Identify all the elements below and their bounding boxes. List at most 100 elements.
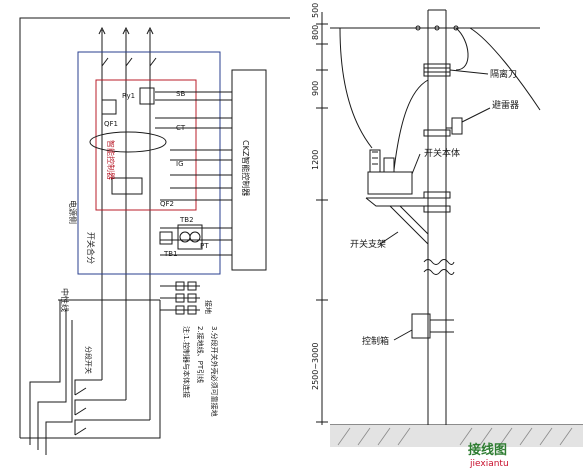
- contact-a: [101, 57, 109, 67]
- disconnector-a: [74, 387, 87, 396]
- switch-bushing-1: [369, 149, 381, 173]
- clamp-3: [423, 205, 451, 213]
- control-box: [411, 313, 431, 339]
- disconnector-c: [74, 427, 87, 436]
- arrow-b-icon: [122, 26, 130, 35]
- conductor-curve-right: [469, 27, 541, 111]
- pole-labels: 500 800 900 1200 2500~3000 隔离刀 避雷器 开关本体 …: [311, 3, 519, 390]
- module-inner-box: [111, 177, 143, 195]
- tb-box: [159, 231, 173, 245]
- wiring-labels: 电源侧 开关合分 中性线 智能控制器 CKZ智能控制器 Ry1 QF1 QF2 …: [60, 90, 251, 417]
- label-tb1: TB1: [163, 250, 178, 258]
- feeder-line-1: [29, 300, 61, 445]
- label-ig: IG: [176, 160, 184, 168]
- pt-box: [177, 224, 203, 250]
- switch-bushing-2: [383, 157, 395, 173]
- switch-lead: [393, 79, 429, 171]
- hatch-5: [459, 427, 473, 446]
- clamp-2: [423, 191, 451, 199]
- hatch-10: [559, 427, 573, 446]
- terminal-5: [187, 293, 197, 303]
- label-arrester: 避雷器: [492, 99, 519, 111]
- return-line: [20, 300, 161, 439]
- label-sb: SB: [176, 90, 185, 98]
- control-module-box: [95, 79, 197, 211]
- hatch-3: [377, 427, 391, 446]
- label-power-side: 电源侧: [68, 200, 78, 224]
- hatch-8: [519, 427, 533, 446]
- watermark-text-1: 接线图: [468, 442, 507, 458]
- dim-label-1200: 1200: [311, 150, 320, 170]
- insulator-right: [453, 25, 459, 31]
- terminal-4: [187, 281, 197, 291]
- feeder-line-3: [45, 320, 73, 455]
- dim-label-500: 500: [311, 3, 320, 18]
- label-switch-body: 开关本体: [424, 147, 460, 159]
- pole-drawing: [316, 9, 583, 426]
- terminal-3: [175, 305, 185, 315]
- label-tb2: TB2: [179, 216, 194, 224]
- pole-break-mark-2: [423, 269, 455, 275]
- label-neutral: 中性线: [60, 288, 70, 312]
- label-open-close: 开关合分: [86, 232, 96, 264]
- hatch-4: [397, 427, 411, 446]
- disconnector-a-lead: [74, 379, 102, 395]
- relay-coil: [139, 87, 155, 105]
- dim-label-800: 800: [311, 25, 320, 40]
- insulator-left: [415, 25, 421, 31]
- dim-label-900: 900: [311, 81, 320, 96]
- label-control-box: 控制箱: [362, 335, 389, 347]
- watermark-text-2: jiexiantu: [469, 459, 509, 469]
- label-isolator: 隔离刀: [490, 68, 517, 80]
- hatch-6: [479, 427, 493, 446]
- bracket-brace: [389, 205, 429, 245]
- ground-hatch: [330, 425, 583, 447]
- label-fuse-note: 分段开关: [84, 346, 93, 374]
- bracket-leader: [379, 231, 399, 245]
- arrester-leader: [461, 107, 491, 123]
- label-switch-bracket: 开关支架: [350, 238, 386, 250]
- hatch-1: [337, 427, 351, 446]
- switch-body: [367, 171, 413, 195]
- arrester-body: [451, 117, 463, 135]
- label-ground: 接地: [204, 300, 213, 314]
- disconnector-b: [74, 407, 87, 416]
- terminal-1: [175, 281, 185, 291]
- switch-body-leader: [411, 153, 421, 175]
- hatch-7: [499, 427, 513, 446]
- conductor-curve-left: [339, 27, 373, 149]
- label-qf2: QF2: [160, 200, 174, 208]
- contact-b: [125, 57, 133, 67]
- disconnector-c-lead: [74, 419, 150, 435]
- outer-frame-line: [19, 17, 290, 438]
- label-qf1: QF1: [104, 120, 118, 128]
- wiring-diagram: [19, 17, 290, 455]
- ct-ring: [89, 131, 167, 153]
- clamp-1: [423, 129, 451, 137]
- label-relay: Ry1: [122, 92, 135, 100]
- bracket-plate: [365, 197, 428, 207]
- label-note-3: 3.分段开关外壳必须可靠接地: [210, 326, 219, 417]
- insulator-mid: [434, 25, 440, 31]
- feeder-line-2: [37, 310, 67, 450]
- dim-label-bottom: 2500~3000: [311, 343, 320, 390]
- disconnector-b-lead: [74, 399, 126, 415]
- pt-coil-2: [189, 231, 201, 243]
- label-pt: PT: [200, 242, 209, 250]
- controller-ckz-box: [231, 69, 267, 271]
- label-control-module: 智能控制器: [106, 140, 116, 180]
- bracket-brace-2: [399, 205, 429, 235]
- ground-fill: [330, 425, 583, 447]
- isolator-leader: [449, 69, 489, 75]
- watermark: 接线图 jiexiantu: [468, 442, 509, 469]
- label-note-2: 2.接地线、PT引线: [196, 326, 205, 383]
- label-note-1: 注:1.控制器与本体连接: [182, 326, 191, 398]
- qf1-box: [101, 99, 117, 115]
- hatch-9: [539, 427, 553, 446]
- conductor-to-isolator: [455, 27, 469, 71]
- label-ct: CT: [176, 124, 186, 132]
- contact-c: [149, 57, 157, 67]
- arrow-c-icon: [146, 26, 154, 35]
